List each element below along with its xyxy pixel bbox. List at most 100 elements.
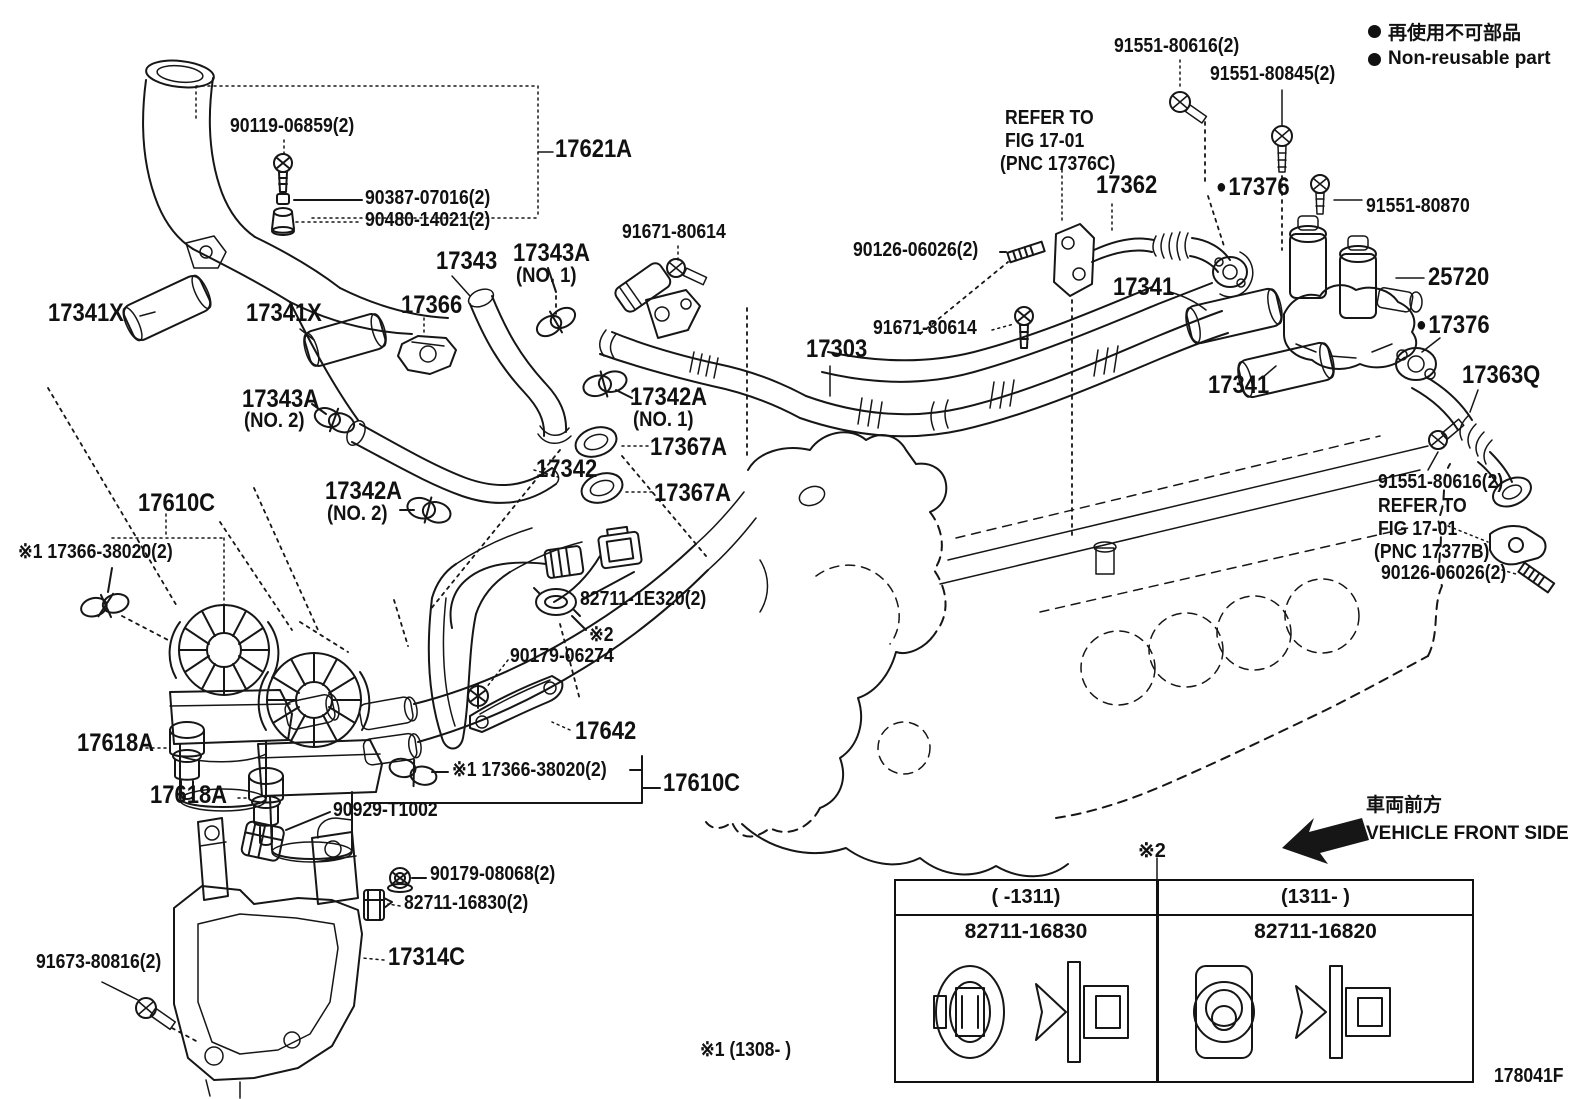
- table-column-before-1311: ( -1311) 82711-16830: [896, 881, 1159, 1081]
- nut-90179-06274: [467, 659, 509, 709]
- non-reusable-bullet-icon: ●: [1216, 176, 1227, 198]
- part-label: FIG 17-01: [1378, 518, 1458, 540]
- part-label: 17618A: [77, 729, 155, 757]
- clamp-17343a-2: [311, 403, 356, 434]
- clamp-17343a-1: [535, 267, 577, 338]
- non-reusable-bullet-icon: [1368, 52, 1381, 66]
- part-label: 17621A: [555, 135, 633, 163]
- part-label: 17343: [436, 247, 498, 275]
- part-label: 90119-06859(2): [230, 115, 355, 137]
- part-label: REFER TO: [1005, 107, 1094, 129]
- stud-90126-2: [1501, 561, 1556, 594]
- table-period: ( -1311): [896, 881, 1156, 916]
- tube-17362: [1053, 163, 1231, 297]
- connector-82711-1e320: [449, 525, 643, 629]
- part-label: 91671-80614: [873, 317, 977, 339]
- engine-block: [621, 261, 1451, 878]
- part-label: 91551-80845(2): [1210, 63, 1336, 85]
- part-label: 17367A: [650, 433, 728, 461]
- bracket-17610c-leaders: [111, 513, 225, 623]
- nut-90179-08068: [387, 867, 427, 893]
- part-label: 17610C: [663, 769, 741, 797]
- part-label: (PNC 17377B): [1374, 541, 1490, 563]
- part-label: (NO. 1): [516, 264, 577, 287]
- bracket-17642: [469, 623, 581, 733]
- part-label: ※2: [589, 624, 614, 646]
- vehicle-front-arrow-icon: [1282, 818, 1369, 864]
- part-label: 17363Q: [1462, 361, 1541, 389]
- vehicle-front-note: 車両前方 VEHICLE FRONT SIDE: [1366, 792, 1569, 847]
- table-part-number: 82711-16830: [964, 920, 1088, 943]
- part-label: 90126-06026(2): [1381, 562, 1507, 584]
- construction-dashes: [47, 387, 561, 653]
- part-label: 90179-08068(2): [430, 863, 556, 885]
- valve-25720: [1283, 215, 1425, 370]
- part-label: 91551-80616(2): [1114, 35, 1240, 57]
- part-label: ※1 17366-38020(2): [452, 759, 607, 781]
- clamp-17366-38020-2: [369, 755, 661, 804]
- vehicle-front-jp: 車両前方: [1366, 795, 1443, 816]
- pipe-y-junction: [599, 245, 807, 419]
- hose-17341x-1: [122, 274, 212, 342]
- bracket-17314c: [173, 817, 385, 1099]
- part-label: 17314C: [388, 943, 466, 971]
- pipe-17621a: [142, 59, 554, 421]
- table-period: (1311- ): [1159, 881, 1472, 916]
- part-label: 17342A: [325, 477, 403, 505]
- part-label: ●17376: [1416, 311, 1490, 339]
- part-label: FIG 17-01: [1005, 130, 1085, 152]
- table-part-number: 82711-16820: [1254, 920, 1377, 943]
- part-label: 17642: [575, 717, 637, 745]
- applicability-table: ( -1311) 82711-16830 (1311- ) 82711-1682…: [894, 879, 1474, 1083]
- part-label: 17342A: [630, 383, 708, 411]
- clamp-fig17-01: [1447, 525, 1547, 566]
- bolt-91551-80616-right: [1427, 418, 1465, 471]
- part-label: 178041F: [1494, 1065, 1564, 1087]
- clamp-90929-t1002: [240, 811, 331, 862]
- part-label: 91673-80816(2): [36, 951, 162, 973]
- part-label: 17341: [1208, 371, 1270, 399]
- part-17366: [397, 317, 457, 375]
- part-label: 17367A: [654, 479, 732, 507]
- part-label: 90929-T1002: [333, 799, 438, 821]
- air-pump-2: [257, 652, 422, 863]
- part-label: 91551-80870: [1366, 195, 1470, 217]
- part-label: 17341X: [246, 299, 322, 327]
- clip-82711-16830: [363, 889, 401, 921]
- legend-en: Non-reusable part: [1388, 48, 1551, 69]
- clamp-17366-38020-1: [80, 567, 169, 641]
- hose-17342: [346, 419, 560, 504]
- bolt-91671-2: [991, 306, 1034, 349]
- part-label: 90480-14021(2): [365, 209, 491, 231]
- part-label: ※1 (1308- ): [700, 1039, 792, 1061]
- part-label: REFER TO: [1378, 495, 1467, 517]
- part-label: 25720: [1428, 263, 1490, 291]
- part-label: (NO. 2): [327, 502, 388, 525]
- stud-90126-1: [999, 240, 1046, 264]
- part-label: 17342: [536, 455, 598, 483]
- hose-17343: [451, 275, 572, 444]
- part-label: 17343A: [242, 385, 320, 413]
- clamp-17342a-2: [399, 496, 452, 524]
- valve-17618a-1: [145, 721, 205, 800]
- non-reusable-bullet-icon: ●: [1416, 314, 1427, 336]
- part-label: ●17376: [1216, 173, 1290, 201]
- bolt-91673-80816: [101, 981, 199, 1043]
- legend: 再使用不可部品 Non-reusable part: [1368, 18, 1551, 73]
- grommet-17367a-1: [574, 426, 649, 458]
- bolt-91551-80616-top: [1169, 59, 1225, 247]
- clamp-note2: [533, 587, 587, 631]
- gasket-17376-1: [1212, 251, 1254, 298]
- bolt-91551-80845: [1271, 89, 1293, 251]
- grommet-17367a-2: [580, 472, 653, 504]
- clamp-17342a-1: [582, 370, 633, 399]
- legend-jp: 再使用不可部品: [1388, 23, 1522, 44]
- table-note: ※2: [1138, 840, 1166, 862]
- part-label: 91551-80616(2): [1378, 471, 1504, 493]
- part-label: 17341X: [48, 299, 124, 327]
- part-label: 17618A: [150, 781, 228, 809]
- part-label: (NO. 2): [244, 409, 305, 432]
- part-label: 17362: [1096, 171, 1158, 199]
